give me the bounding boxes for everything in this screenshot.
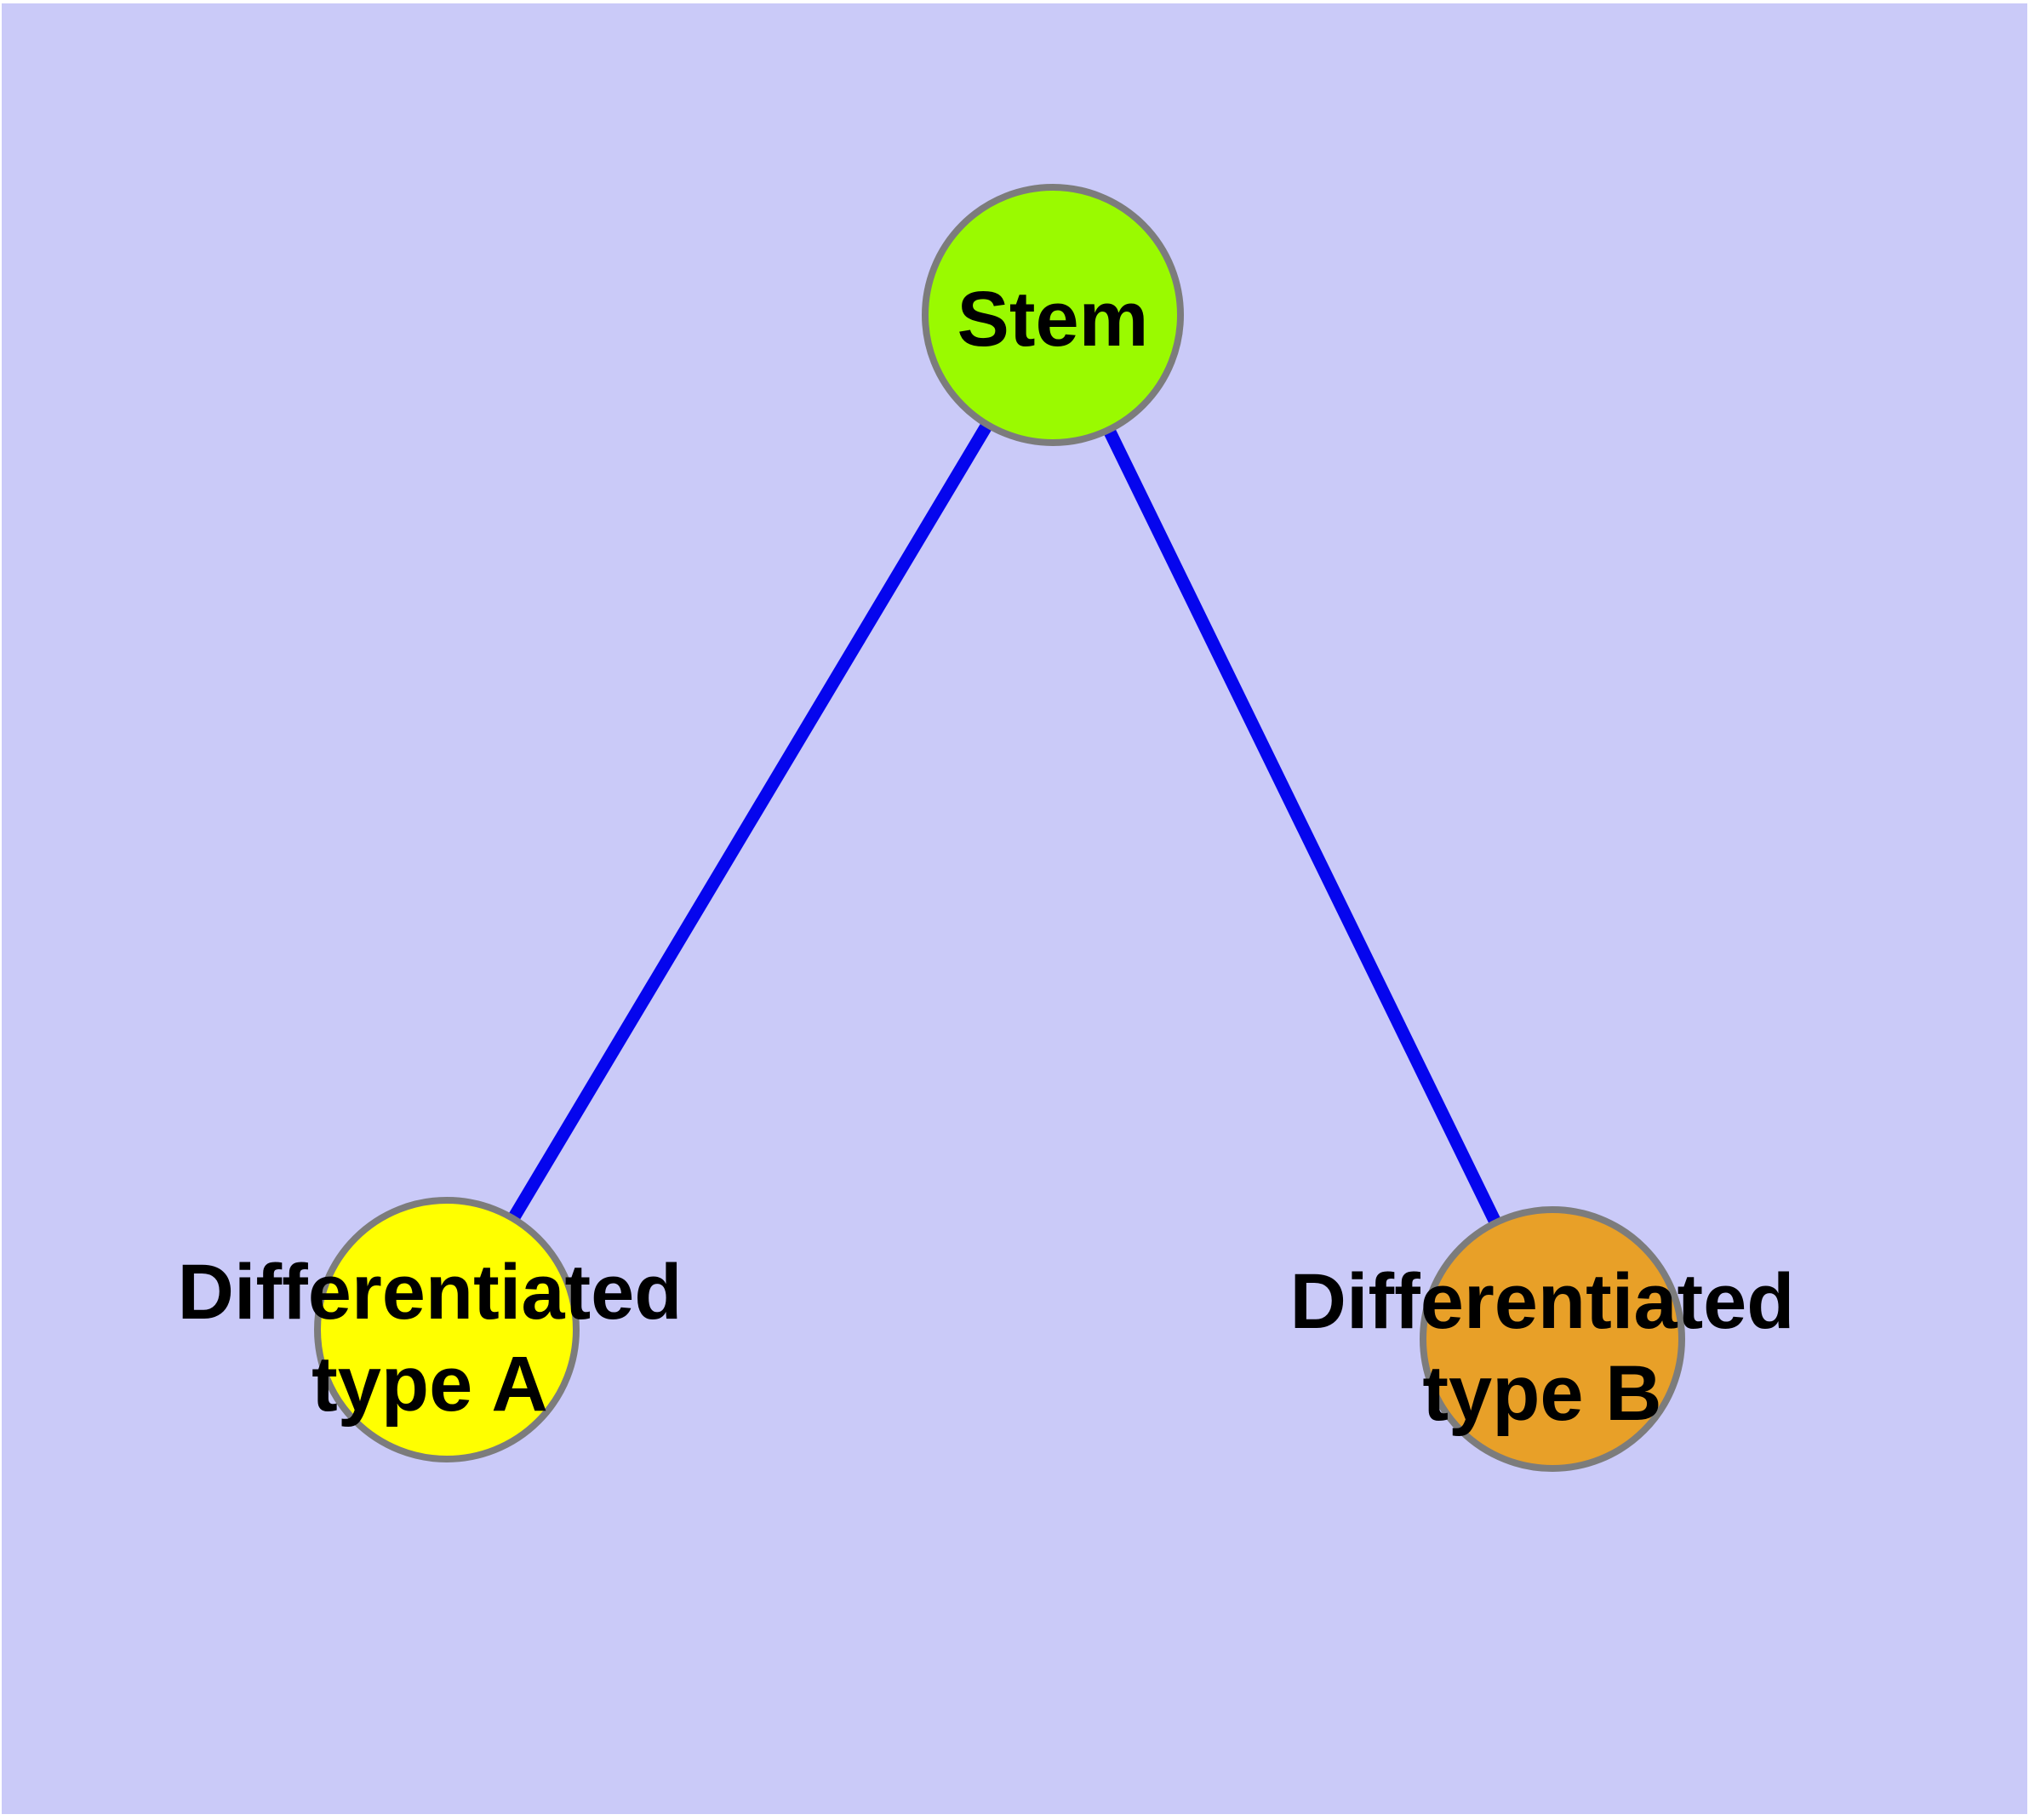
node-differentiated-type-b [1420,1206,1685,1472]
nodes-layer [314,184,1685,1472]
node-label-line: type A [311,1341,548,1428]
node-label-stem: Stem [957,276,1149,363]
node-label-line: type B [1422,1350,1661,1437]
node-differentiated-type-a [314,1197,580,1462]
edge-stem-to-type-b [1047,312,1558,1342]
edge-stem-to-type-a [441,312,1059,1333]
node-label-line: Differentiated [1290,1258,1795,1345]
node-label-line: Differentiated [178,1249,683,1336]
node-label-line: Stem [957,276,1149,363]
node-stem [922,184,1184,446]
edges-layer [441,312,1558,1342]
